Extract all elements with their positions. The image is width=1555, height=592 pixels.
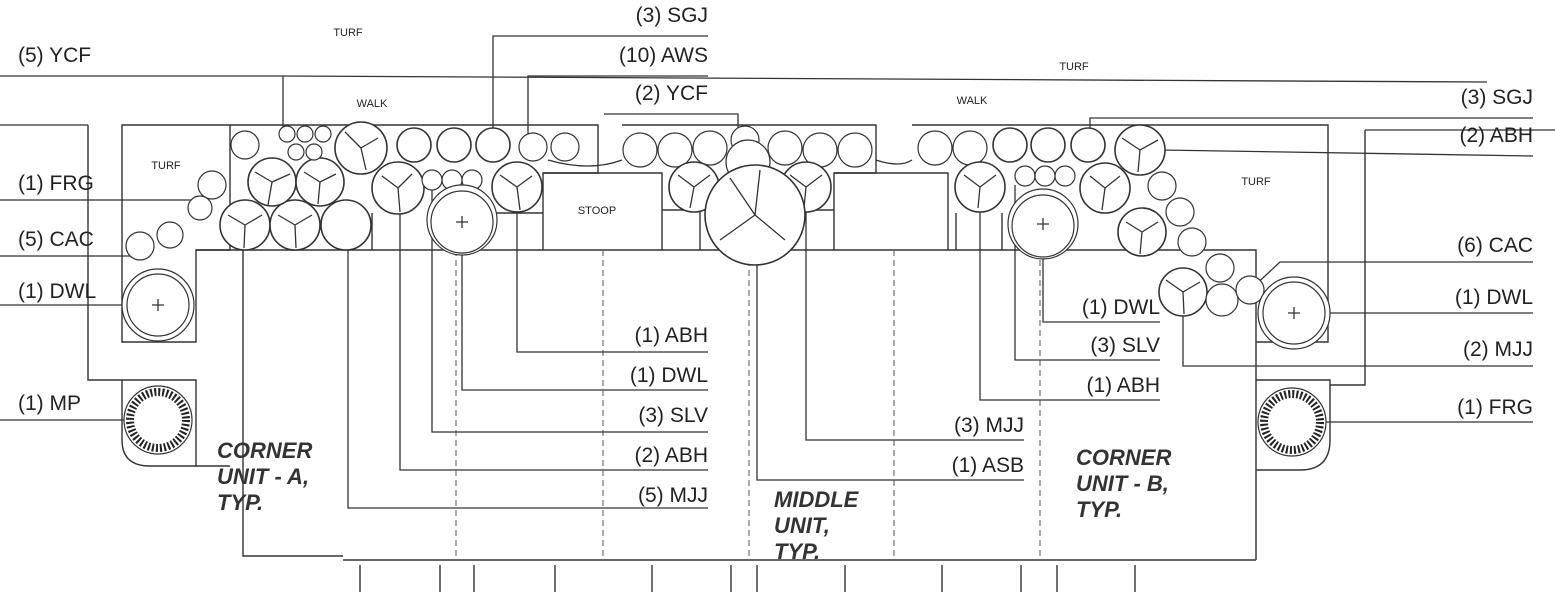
callout-c-slv-unitb: (3) SLV	[1090, 334, 1160, 357]
unit-label-corner-unit-b-line-1: UNIT - B,	[1076, 471, 1169, 496]
shrub-cluster-left	[121, 121, 580, 342]
callout-c-frg-right: (1) FRG	[1457, 396, 1533, 419]
area-labels: TURF TURF WALK WALK TURF TURF STOOP	[151, 27, 1271, 217]
leader-c-abh-unitb	[979, 188, 1160, 401]
callout-c-dwl-right: (1) DWL	[1455, 286, 1533, 309]
area-label-turf-top-right: TURF	[1059, 61, 1089, 73]
unit-label-middle-unit-line-1: UNIT,	[774, 513, 830, 538]
leader-c-mjj-mid	[805, 185, 1024, 441]
unit-label-corner-unit-b-line-2: TYP.	[1076, 497, 1122, 522]
building-outline	[87, 124, 1366, 592]
callout-c-abh-mid1: (1) ABH	[634, 324, 708, 347]
callout-c-ycf-left: (5) YCF	[18, 44, 91, 67]
leader-c-ycf-mid	[604, 113, 739, 130]
plant-symbols	[121, 121, 1331, 457]
leader-c-aws	[527, 75, 708, 135]
callout-c-sgj-top: (3) SGJ	[636, 4, 708, 27]
leader-c-abh-mid1	[516, 195, 708, 353]
callout-c-abh-unitb: (1) ABH	[1086, 374, 1160, 397]
callout-labels: (3) SGJ (5) YCF (10) AWS (2) YCF (3) SGJ (2) …	[18, 4, 1533, 507]
leader-c-slv-mid	[431, 185, 708, 433]
callout-c-dwl-unitb: (1) DWL	[1082, 296, 1160, 319]
leader-c-dwl-mid	[461, 224, 708, 391]
area-label-turf-right: TURF	[1241, 176, 1271, 188]
area-label-turf-left: TURF	[151, 160, 181, 172]
leader-c-abh-mid2	[399, 190, 708, 471]
callout-c-mjj-left: (5) MJJ	[638, 484, 708, 507]
leader-c-asb	[756, 220, 1024, 481]
area-label-turf-top-left: TURF	[333, 27, 363, 39]
callout-c-dwl-mid: (1) DWL	[630, 364, 708, 387]
callout-c-asb: (1) ASB	[952, 454, 1024, 477]
callout-c-mp: (1) MP	[18, 392, 81, 415]
walk-edge	[547, 159, 913, 167]
callout-c-abh-right-top: (2) ABH	[1459, 124, 1533, 147]
leader-c-sgj-top	[492, 35, 708, 140]
callout-c-abh-mid2: (2) ABH	[634, 444, 708, 467]
turf-boundary-lines	[0, 75, 1555, 131]
callout-c-mjj-mid: (3) MJJ	[954, 414, 1024, 437]
leader-c-mjj-left	[347, 222, 708, 509]
callout-c-ycf-mid: (2) YCF	[635, 82, 708, 105]
callout-c-dwl-left: (1) DWL	[18, 280, 96, 303]
callout-c-cac-right: (6) CAC	[1457, 234, 1533, 257]
callout-c-slv-mid: (3) SLV	[638, 404, 708, 427]
callout-c-sgj-right: (3) SGJ	[1461, 86, 1533, 109]
callout-c-aws: (10) AWS	[619, 44, 708, 67]
tree-centers	[152, 216, 1300, 319]
callout-c-frg-left: (1) FRG	[18, 172, 94, 195]
leader-c-abh-right-top	[1159, 149, 1534, 157]
unit-label-corner-unit-a-line-0: CORNER	[217, 438, 312, 463]
leader-c-ycf-left	[0, 75, 284, 130]
area-label-stoop: STOOP	[578, 205, 616, 217]
shrub-cluster-middle	[622, 125, 873, 266]
unit-label-middle-unit-line-2: TYP.	[774, 539, 820, 564]
area-label-walk-left: WALK	[357, 98, 388, 110]
unit-label-corner-unit-a-line-1: UNIT - A,	[217, 464, 309, 489]
unit-label-middle-unit-line-0: MIDDLE	[774, 487, 860, 512]
unit-label-corner-unit-b-line-0: CORNER	[1076, 445, 1171, 470]
shrub-branch-marks	[227, 131, 1201, 315]
callout-c-cac-left: (5) CAC	[18, 228, 94, 251]
callout-c-mjj-right: (2) MJJ	[1463, 338, 1533, 361]
accent-trees	[123, 385, 1327, 457]
unit-label-corner-unit-a-line-2: TYP.	[217, 490, 263, 515]
area-label-walk-right: WALK	[957, 95, 988, 107]
unit-dividers	[455, 250, 1041, 560]
